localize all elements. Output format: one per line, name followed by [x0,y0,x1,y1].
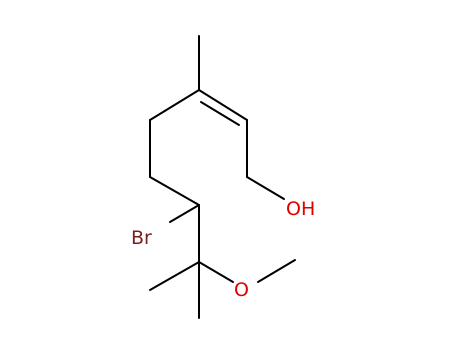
bond-c5-c6 [149,176,200,206]
bond-c3-c2 [198,89,248,121]
atom-br-label: Br [131,227,152,249]
bond-c1-o [246,176,285,200]
atom-o-methoxy-label: O [234,279,249,301]
bond-c7-o [198,261,234,283]
atom-oh-label: OH [286,198,315,220]
bond-o-methyl [257,259,296,283]
bond-c3-c4 [149,89,200,121]
bond-c3-c2-second-line [200,101,240,126]
bond-c6-br [169,204,200,223]
bond-c7-methyl-left [149,261,200,291]
